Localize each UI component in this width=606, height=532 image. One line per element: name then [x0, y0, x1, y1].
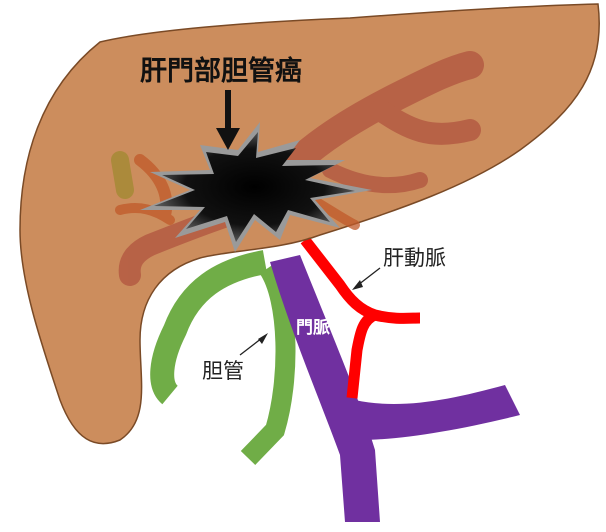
diagram-title: 肝門部胆管癌	[140, 55, 302, 87]
liver	[20, 4, 599, 444]
bile-duct-pointer	[240, 333, 268, 355]
label-portal-vein: 門脈	[296, 317, 330, 338]
portal-vein-branch	[355, 385, 520, 440]
label-hepatic-artery: 肝動脈	[383, 246, 446, 270]
label-bile-duct: 胆管	[202, 359, 244, 383]
hepatic-artery-branch	[352, 315, 375, 398]
hepatic-artery-pointer	[352, 268, 380, 290]
bile-duct-extrahepatic	[248, 268, 285, 458]
